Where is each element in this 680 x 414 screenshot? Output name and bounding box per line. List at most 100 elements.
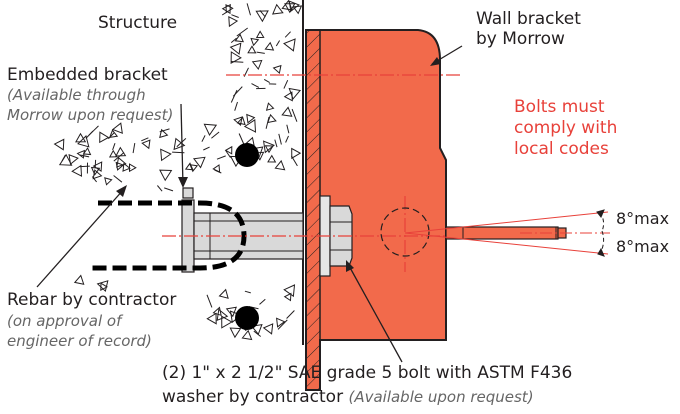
aggregate-triangle: [255, 10, 269, 23]
aggregate-triangle: [192, 156, 206, 169]
aggregate-triangle: [160, 148, 172, 162]
aggregate-triangle: [77, 135, 90, 148]
aggregate-triangle: [274, 159, 286, 171]
aggregate-triangle: [291, 147, 302, 160]
aggregate-triangle: [173, 137, 186, 151]
rebar-note-line2: engineer of record): [7, 332, 152, 350]
aggregate-tick: [284, 31, 291, 38]
aggregate-triangle: [68, 154, 79, 166]
aggregate-tick: [232, 86, 243, 97]
aggregate-triangle: [267, 154, 277, 163]
rebar-section-top: [235, 143, 259, 167]
aggregate-triangle: [96, 280, 109, 293]
angle-limit-lines: [404, 211, 610, 255]
bolt-spec-line1: (2) 1" x 2 1/2" SAE grade 5 bolt with AS…: [162, 363, 572, 383]
aggregate-triangle: [255, 30, 265, 39]
aggregate-triangle: [264, 145, 274, 154]
aggregate-triangle: [92, 161, 103, 172]
aggregate-triangle: [288, 0, 300, 13]
aggregate-triangle: [189, 164, 199, 173]
aggregate-triangle: [283, 38, 296, 52]
bolt-spec-line2: washer by contractor (Available upon req…: [162, 387, 534, 407]
aggregate-triangle: [276, 317, 286, 328]
aggregate-triangle: [92, 169, 103, 180]
aggregate-triangle: [216, 308, 229, 321]
aggregate-tick: [203, 146, 210, 151]
aggregate-triangle: [288, 87, 302, 100]
aggregate-triangle: [262, 140, 275, 154]
aggregate-triangle: [247, 45, 257, 54]
aggregate-tick: [113, 175, 123, 183]
aggregate-triangle: [283, 284, 296, 298]
bolts-note-line3: local codes: [514, 139, 609, 159]
aggregate-triangle: [251, 59, 263, 70]
aggregate-triangle: [225, 306, 237, 318]
aggregate-tick: [88, 125, 99, 136]
aggregate-triangle: [122, 162, 131, 172]
embedded-bracket-label: Embedded bracket: [7, 65, 168, 85]
aggregate-tick: [214, 169, 222, 174]
aggregate-tick: [211, 131, 220, 139]
aggregate-tick: [113, 152, 125, 162]
aggregate-triangle: [71, 164, 83, 177]
aggregate-triangle: [53, 138, 65, 151]
angle-label-top: 8°max: [616, 209, 669, 228]
aggregate-triangle: [250, 323, 263, 336]
aggregate-tick: [164, 187, 174, 192]
aggregate-tick: [285, 135, 289, 143]
aggregate-tick: [291, 108, 298, 122]
aggregate-triangle: [73, 274, 85, 285]
aggregate-tick: [141, 137, 149, 142]
aggregate-tick: [91, 176, 97, 183]
aggregate-triangle: [267, 113, 277, 124]
aggregate-triangle: [221, 315, 233, 329]
aggregate-tick: [80, 165, 90, 168]
aggregate-tick: [277, 319, 288, 330]
aggregate-tick: [79, 154, 90, 158]
aggregate-triangle: [262, 323, 274, 335]
rebar-loop: [88, 200, 247, 271]
aggregate-triangle: [104, 177, 113, 186]
aggregate-tick: [259, 298, 266, 305]
aggregate-triangle: [264, 41, 275, 51]
embedded-bracket-note-line1: (Available through: [7, 86, 146, 104]
aggregate-triangle: [292, 5, 303, 15]
aggregate-tick: [230, 61, 244, 63]
aggregate-triangle: [221, 3, 231, 15]
aggregate-tick: [244, 290, 251, 294]
aggregate-tick: [286, 310, 295, 319]
aggregate-triangle: [90, 166, 101, 176]
wall-bracket-label-line1: Wall bracket: [476, 9, 581, 29]
aggregate-triangle: [281, 106, 293, 117]
wall-bracket-label-line2: by Morrow: [476, 29, 565, 49]
aggregate-triangle: [111, 122, 123, 134]
aggregate-triangle: [228, 15, 239, 28]
aggregate-triangle: [283, 292, 292, 302]
aggregate-triangle: [82, 147, 92, 156]
rebar-note-line1: (on approval of: [7, 312, 124, 330]
aggregate-triangle: [250, 37, 260, 47]
aggregate-triangle: [159, 128, 169, 139]
aggregate-tick: [234, 101, 238, 111]
aggregate-triangle: [184, 162, 194, 171]
aggregate-triangle: [243, 119, 257, 133]
aggregate-triangle: [224, 145, 233, 155]
aggregate-triangle: [116, 156, 127, 168]
aggregate-triangle: [284, 3, 296, 14]
aggregate-triangle: [212, 306, 222, 317]
aggregate-triangle: [225, 3, 234, 14]
bolts-note-line2: comply with: [514, 118, 617, 138]
leader-arrowheads: [116, 57, 441, 272]
aggregate-tick: [278, 133, 282, 145]
concrete-texture: [53, 0, 303, 341]
aggregate-triangle: [100, 282, 109, 292]
aggregate-tick: [275, 40, 281, 47]
aggregate-tick: [274, 139, 278, 148]
aggregate-tick: [256, 51, 265, 54]
rebar-section-bottom: [235, 306, 259, 330]
aggregate-tick: [225, 150, 231, 158]
bolt-spec-note: (Available upon request): [348, 388, 533, 406]
aggregate-tick: [61, 154, 66, 162]
aggregate-triangle: [234, 33, 245, 43]
